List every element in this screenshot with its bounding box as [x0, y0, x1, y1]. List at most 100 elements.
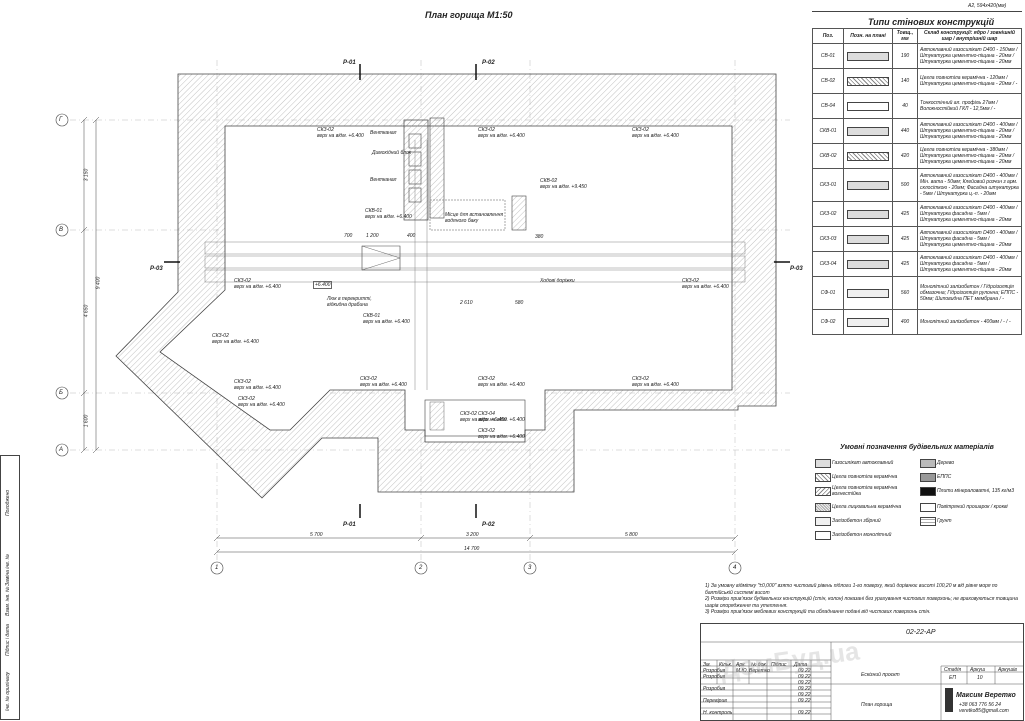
- wall-tag: СКВ-01: [363, 313, 381, 319]
- wall-desc: Автоклавний газосилікат D400 - 400мм / Ш…: [917, 118, 1022, 144]
- wall-thickness: 425: [892, 201, 918, 227]
- stamp-date: 09.22: [798, 668, 811, 674]
- wall-note: верх на відм. +6.400: [234, 385, 281, 391]
- wall-thickness: 400: [892, 309, 918, 335]
- legend-item: Цегла повнотіла керамічна: [832, 474, 898, 480]
- legend-swatch: [815, 459, 831, 468]
- dim-text: 1 200: [366, 233, 379, 239]
- wall-thickness: 425: [892, 251, 918, 277]
- note: 1) За умовну відмітку "±0,000" взято чис…: [705, 583, 998, 596]
- plan-label: Димохідний блок: [372, 150, 412, 156]
- wall-tag: СКЗ-02: [478, 127, 495, 133]
- stamp-sheet-no: 10: [977, 675, 983, 681]
- section-label: Р-02: [482, 60, 495, 66]
- axis-label: 2: [419, 565, 423, 571]
- dim-text: 700: [344, 233, 353, 239]
- wall-swatch: [847, 209, 889, 219]
- dim-text: 9 400: [95, 276, 102, 290]
- wall-swatch-cell: [843, 226, 893, 252]
- dim-text: 14 700: [464, 546, 480, 552]
- wall-swatch-cell: [843, 276, 893, 310]
- wall-tag: СКЗ-02: [212, 333, 229, 339]
- dim-text: 3 200: [466, 532, 479, 538]
- wall-pos: СВ-04: [812, 93, 844, 119]
- axis-label: В: [59, 227, 64, 233]
- wall-swatch: [847, 126, 889, 136]
- legend-swatch: [920, 517, 936, 526]
- legend-item: Дерево: [937, 460, 955, 466]
- wall-swatch: [847, 151, 889, 161]
- legend-item: Цегла повнотіла керамічна вогнестійка: [832, 485, 898, 497]
- dim-text: 400: [407, 233, 416, 239]
- project-code: 02-22-АР: [906, 629, 936, 636]
- stamp-author-mark: М.Ю.: [736, 668, 749, 674]
- legend-swatch: [815, 473, 831, 482]
- section-label: Р-03: [150, 266, 163, 272]
- stamp-col-header: № док.: [751, 662, 768, 668]
- col-header: Поз.: [812, 28, 844, 44]
- plan-label: Місце для встановлення водяного баку: [445, 212, 504, 224]
- legend-item: Газосилікат автоклавний: [832, 460, 894, 466]
- wall-thickness: 560: [892, 276, 918, 310]
- wall-tag: СКВ-01: [365, 208, 383, 214]
- axis-label: 3: [528, 565, 532, 571]
- wall-note: верх на відм. +6.400: [632, 382, 679, 388]
- wall-swatch: [847, 317, 889, 327]
- wall-pos: СКЗ-04: [812, 251, 844, 277]
- legend-item: Плити мінераловатні, 135 кг/м3: [937, 488, 1014, 494]
- wall-note: верх на відм. +6.400: [212, 339, 259, 345]
- notes-block: 1) За умовну відмітку "±0,000" взято чис…: [705, 583, 1020, 616]
- wall-note: верх на відм. +6.400: [360, 382, 407, 388]
- legend-title: Умовні позначення будівельних матеріалів: [840, 444, 994, 451]
- dim-text: 3 150: [83, 168, 90, 182]
- stamp-role: Розробив: [703, 686, 726, 692]
- wall-note: верх на відм. +6.400: [234, 284, 281, 290]
- wall-swatch-cell: [843, 309, 893, 335]
- wall-tag: СКЗ-02: [317, 127, 334, 133]
- section-label: Р-02: [482, 522, 495, 528]
- plan-label: Вентканал: [370, 177, 397, 183]
- wall-pos: СКВ-02: [812, 143, 844, 169]
- side-strip: Погоджено Взам. інв. № Підпис і дата Інв…: [0, 455, 20, 720]
- stamp-role: Розробив: [703, 674, 726, 680]
- wall-swatch-cell: [843, 143, 893, 169]
- side-label: Взам. інв. №: [5, 586, 11, 616]
- wall-swatch-cell: [843, 118, 893, 144]
- dim-text: 380: [535, 234, 544, 240]
- wall-pos: СКЗ-03: [812, 226, 844, 252]
- stamp-stage: ЕП: [949, 675, 956, 681]
- wall-tag: СКЗ-02: [682, 278, 699, 284]
- stamp-project: Ескізний проєкт: [861, 672, 900, 678]
- stamp-stage-header: Аркушів: [998, 667, 1017, 673]
- wall-tag: СКЗ-04: [478, 411, 495, 417]
- wall-note: верх на відм. +6.400: [460, 417, 507, 423]
- wall-desc: Монолітний залізобетон - 400мм / - / -: [917, 309, 1022, 335]
- floor-plan-svg: [55, 60, 790, 575]
- stamp-col-header: Підпис: [771, 662, 787, 668]
- wall-note: верх на відм. +6.400: [238, 402, 285, 408]
- legend-item: Повітряний прошарок / кроквi: [937, 504, 1008, 510]
- wall-thickness: 420: [892, 143, 918, 169]
- wall-note: верх на відм. +9.450: [540, 184, 587, 190]
- sheet-format: А2, 594х420(мм): [968, 3, 1007, 9]
- wall-note: верх на відм. +6.400: [632, 133, 679, 139]
- wall-swatch-cell: [843, 201, 893, 227]
- wall-pos: СФ-01: [812, 276, 844, 310]
- axis-label: 1: [215, 565, 219, 571]
- dim-text: 5 700: [310, 532, 323, 538]
- legend-swatch: [815, 531, 831, 540]
- wall-desc: Тонкостінний ал. профіль 27мм / Волокнос…: [917, 93, 1022, 119]
- stamp-date: 09.22: [798, 710, 811, 716]
- stamp-sheet-name: План горища: [861, 702, 893, 708]
- plan-label: Ходові доріжки: [540, 278, 575, 284]
- wall-desc: Монолітний залізобетон / Гідроізоляція о…: [917, 276, 1022, 310]
- stamp-date: 09.22: [798, 698, 811, 704]
- col-header: Склад конструкції: ядро / зовнішній шар …: [917, 28, 1022, 44]
- wall-note: верх на відм. +6.400: [365, 214, 412, 220]
- wall-tag: СКЗ-02: [360, 376, 377, 382]
